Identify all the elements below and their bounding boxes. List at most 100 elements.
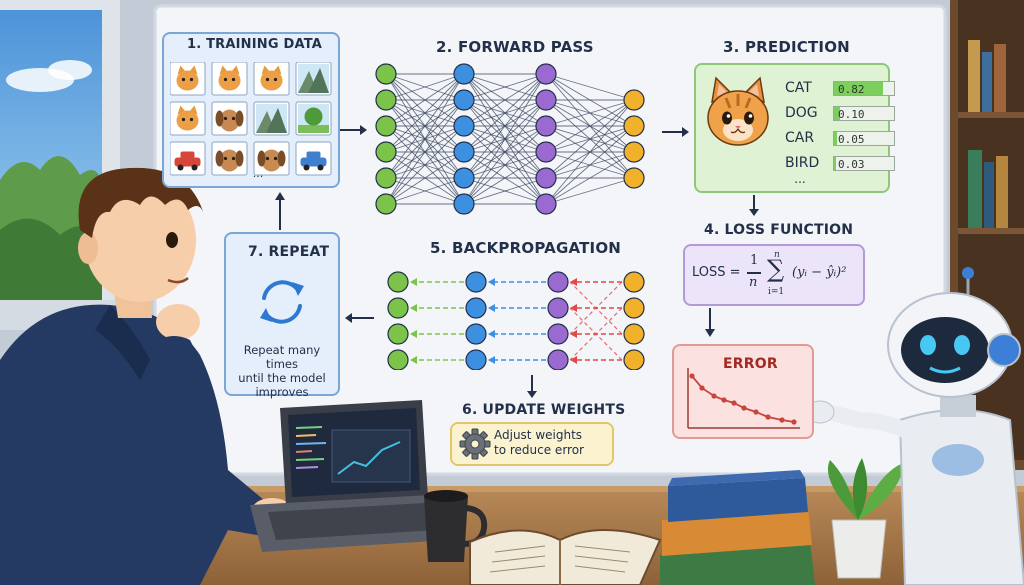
neuron (623, 167, 645, 189)
neuron (535, 63, 557, 85)
training-thumbnail-mountain (295, 62, 332, 96)
error-panel (672, 344, 814, 439)
repeat-line2: until the model (238, 371, 326, 385)
training-thumbnail-tree (295, 101, 332, 136)
forward-layer-hidden1 (453, 63, 475, 215)
probability-fill (834, 106, 840, 120)
neuron (375, 115, 397, 137)
prediction-row-dog: DOG 0.10 (785, 105, 895, 121)
backprop-layer-output (623, 271, 645, 370)
neuron (623, 89, 645, 111)
loss-formula: LOSS = 1 n n ∑ i=1 (yᵢ − ŷᵢ)² (692, 250, 862, 302)
arrow-prediction-to-loss (749, 195, 759, 216)
robot-illustration (805, 267, 1024, 585)
prediction-row-cat: CAT 0.82 (785, 80, 895, 96)
backpropagation-title: 5. BACKPROPAGATION (430, 239, 622, 257)
arrow-loss-to-error (705, 308, 715, 337)
neuron (453, 89, 475, 111)
prediction-more-dots: ... (794, 172, 806, 186)
open-notebook (469, 529, 662, 585)
neuron (453, 63, 475, 85)
backprop-layer-input (387, 271, 409, 370)
neuron (375, 63, 397, 85)
backprop-gradients (410, 278, 623, 364)
probability-bar: 0.05 (833, 130, 895, 146)
neuron (465, 323, 487, 345)
update-weights-title: 6. UPDATE WEIGHTS (462, 402, 626, 418)
loss-function-title: 4. LOSS FUNCTION (704, 222, 854, 238)
neuron (547, 271, 569, 293)
neuron (547, 349, 569, 370)
probability-value: 0.82 (838, 82, 865, 96)
neuron (453, 141, 475, 163)
forward-pass-title: 2. FORWARD PASS (436, 38, 594, 56)
forward-connections (385, 73, 635, 205)
repeat-line1: Repeat many times (243, 343, 321, 371)
probability-bar: 0.10 (833, 105, 895, 121)
neuron (375, 167, 397, 189)
loss-lhs: LOSS = (692, 265, 741, 280)
neuron (535, 193, 557, 215)
probability-fill (834, 131, 837, 145)
probability-bar: 0.82 (833, 80, 895, 96)
training-thumbnail-dog (253, 141, 290, 176)
arrow-forward-to-prediction (662, 127, 689, 137)
training-thumbnail-cat (253, 62, 290, 96)
probability-fill (834, 81, 884, 95)
training-thumbnail-cat (170, 101, 206, 136)
update-weights-line1: Adjust weights (494, 428, 583, 442)
repeat-cycle-icon (260, 280, 304, 324)
window (0, 0, 120, 330)
probability-value: 0.03 (838, 157, 865, 171)
neuron (375, 141, 397, 163)
backprop-layer-hidden2 (547, 271, 569, 370)
neuron (387, 297, 409, 319)
gear-icon (459, 428, 491, 460)
loss-term: (yᵢ − ŷᵢ)² (792, 265, 847, 280)
forward-layer-hidden2 (535, 63, 557, 215)
neuron (375, 89, 397, 111)
laptop-illustration (250, 400, 448, 552)
neuron (623, 349, 645, 370)
neuron (623, 297, 645, 319)
training-thumbnail-cat (170, 62, 206, 96)
training-more-dots: ... (252, 167, 264, 180)
probability-value: 0.10 (838, 107, 865, 121)
prediction-title: 3. PREDICTION (723, 38, 850, 56)
neuron (547, 323, 569, 345)
neuron (465, 271, 487, 293)
neuron (623, 323, 645, 345)
backprop-network (387, 271, 645, 370)
error-title: ERROR (723, 356, 778, 372)
prediction-label: CAR (785, 130, 815, 146)
neuron (465, 297, 487, 319)
loss-fraction-den: n (749, 275, 758, 290)
forward-network (375, 63, 645, 215)
training-thumbnail-cat (211, 62, 248, 96)
prediction-label: BIRD (785, 155, 820, 171)
bookshelf (950, 0, 1024, 470)
person-illustration (0, 167, 300, 585)
repeat-text: Repeat many times until the model improv… (226, 343, 338, 399)
loss-fraction-num: 1 (750, 253, 759, 268)
update-weights-text: Adjust weights to reduce error (494, 428, 610, 458)
training-image-grid (170, 62, 332, 176)
arrow-backprop-to-repeat (345, 313, 374, 323)
neuron (623, 115, 645, 137)
arrow-repeat-to-training (275, 192, 285, 230)
neuron (465, 349, 487, 370)
forward-layer-input (375, 63, 397, 215)
coffee-mug (424, 490, 488, 562)
sum-limit-bottom: i=1 (768, 287, 785, 297)
potted-plant (827, 458, 906, 579)
neuron (375, 193, 397, 215)
update-weights-line2: to reduce error (494, 443, 584, 457)
neuron (535, 115, 557, 137)
neuron (387, 271, 409, 293)
neuron (387, 349, 409, 370)
error-curve-chart (687, 368, 800, 429)
probability-bar: 0.03 (833, 155, 895, 171)
prediction-row-bird: BIRD 0.03 (785, 155, 895, 171)
repeat-title: 7. REPEAT (248, 244, 330, 260)
loss-function-panel (683, 244, 865, 306)
